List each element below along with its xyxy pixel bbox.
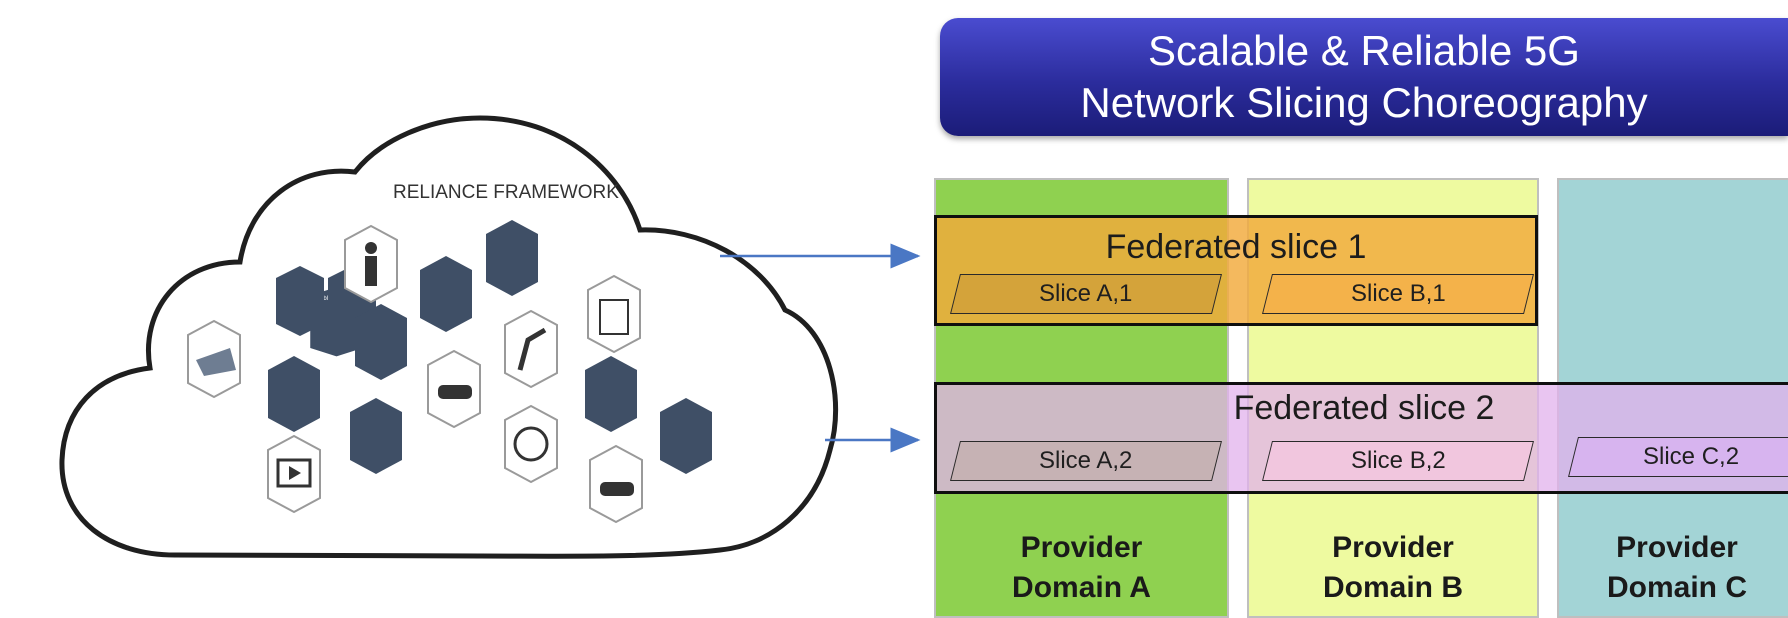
slice-b1: Slice B,1 [1262, 274, 1534, 314]
use-case-hex [660, 398, 712, 474]
slice-a2: Slice A,2 [950, 441, 1222, 481]
robot-arm-icon [504, 309, 558, 389]
framework-title: RELIANCE FRAMEWORK [393, 182, 619, 203]
cloud-outline [59, 115, 839, 559]
use-case-hex [355, 304, 407, 380]
domain-label: Provider Domain B [1322, 531, 1463, 604]
federated-slice-2: Federated slice 2 Slice A,2 Slice B,2 Sl… [934, 382, 1788, 494]
use-case-hex [420, 256, 472, 332]
banner-line-1: Scalable & Reliable 5G [1148, 27, 1580, 74]
use-case-hex [268, 356, 320, 432]
federated-slice-title: Federated slice 1 [1105, 228, 1367, 266]
reliance-framework-cloud: RELIANCE FRAMEWORK Public protection and… [59, 115, 921, 559]
use-case-hex [350, 398, 402, 474]
slice-a1: Slice A,1 [950, 274, 1222, 314]
building-icon [587, 274, 641, 354]
svg-text:Public protection and disaster: Public protection and disaster relief (A… [316, 296, 442, 302]
federated-slice-1: Federated slice 1 Slice A,1 Slice B,1 [934, 215, 1538, 326]
domain-label: Provider Domain A [1012, 531, 1151, 604]
banner-line-2: Network Slicing Choreography [1080, 79, 1648, 126]
use-case-hex [276, 266, 324, 336]
use-case-grid: Public protection and disaster relief (A… [187, 220, 712, 524]
title-banner: Scalable & Reliable 5G Network Slicing C… [940, 18, 1788, 136]
brain-icon [504, 404, 558, 484]
federated-slice-title: Federated slice 2 [1233, 389, 1495, 427]
slice-b2: Slice B,2 [1262, 441, 1534, 481]
slice-c2: Slice C,2 [1568, 437, 1788, 477]
domain-label: Provider Domain C [1606, 531, 1747, 604]
use-case-hex [486, 220, 538, 296]
use-case-hex [585, 356, 637, 432]
